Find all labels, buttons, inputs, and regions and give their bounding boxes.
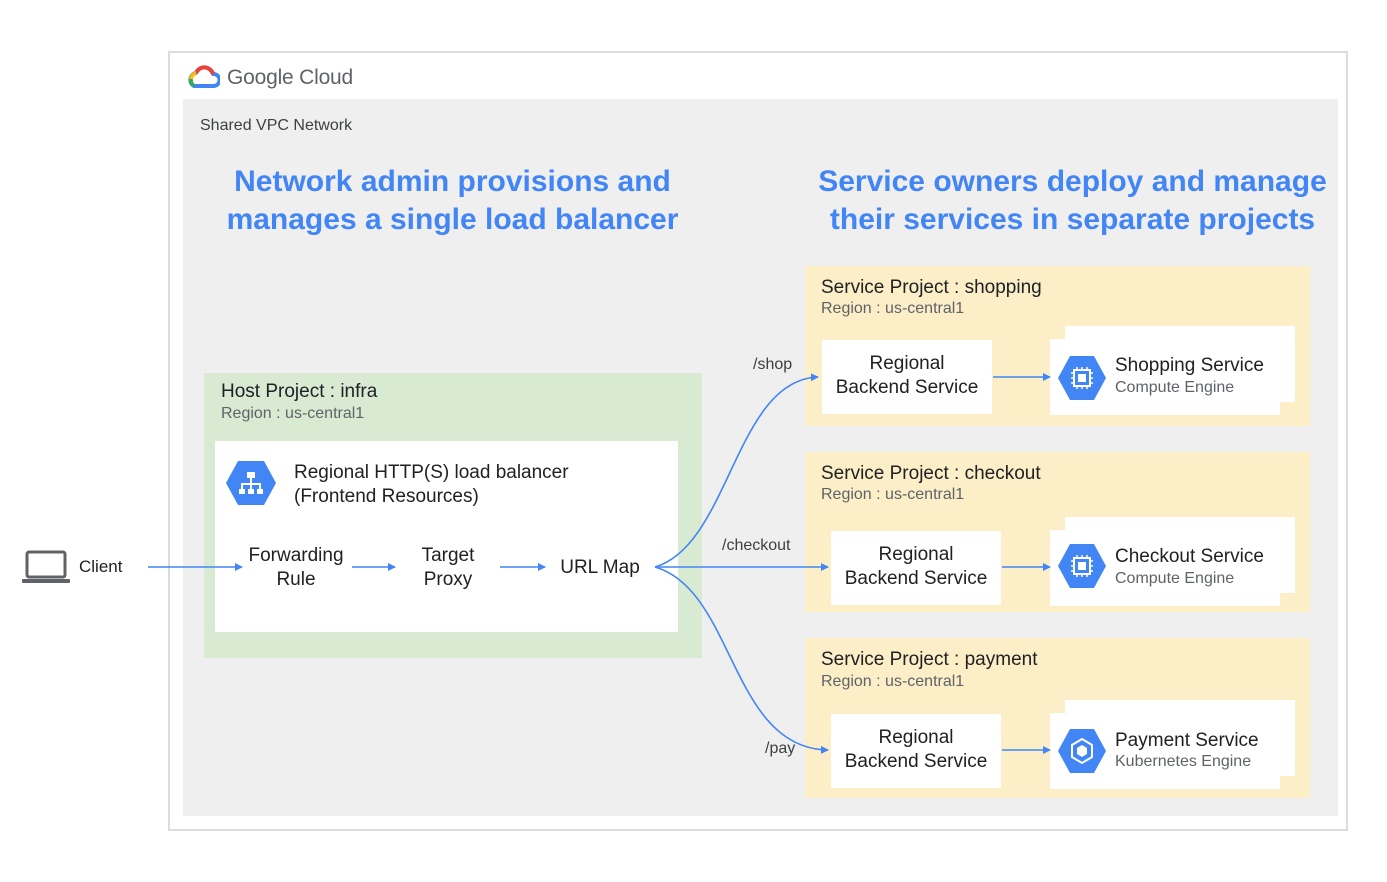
load-balancer-label-line2: (Frontend Resources) <box>294 486 479 507</box>
service-owners-heading-line1: Service owners deploy and manage <box>818 165 1327 198</box>
compute-engine-icon <box>1058 356 1106 400</box>
shopping-service-name: Shopping Service <box>1115 355 1264 376</box>
load-balancer-card <box>215 441 678 632</box>
host-project-region: Region : us-central1 <box>221 405 365 422</box>
service-project-shopping-region: Region : us-central1 <box>821 300 965 317</box>
google-cloud-wordmark: Google Cloud <box>227 66 354 89</box>
arrow-urlmap-to-shopping <box>654 373 819 568</box>
shared-vpc-label: Shared VPC Network <box>200 117 353 134</box>
service-project-payment-title: Service Project : payment <box>821 649 1038 670</box>
service-owners-heading-line2: their services in separate projects <box>829 203 1316 236</box>
shopping-service-platform: Compute Engine <box>1115 379 1235 396</box>
payment-service-name: Payment Service <box>1115 730 1259 751</box>
route-label-shop: /shop <box>753 356 793 373</box>
load-balancer-label: Regional HTTP(S) load balancer (Frontend… <box>294 461 569 509</box>
backend-line2: Backend Service <box>844 568 988 589</box>
service-project-payment-region: Region : us-central1 <box>821 673 965 690</box>
google-cloud-logo-icon <box>188 65 220 88</box>
regional-backend-service-checkout: Regional Backend Service <box>831 531 1001 605</box>
service-project-checkout-region: Region : us-central1 <box>821 486 965 503</box>
payment-service-platform: Kubernetes Engine <box>1115 753 1252 770</box>
service-project-checkout-title: Service Project : checkout <box>821 463 1041 484</box>
load-balancer-label-line1: Regional HTTP(S) load balancer <box>294 462 569 483</box>
backend-line1: Regional <box>878 727 954 748</box>
kubernetes-engine-icon <box>1058 729 1106 773</box>
backend-line1: Regional <box>878 544 954 565</box>
target-proxy-line2: Proxy <box>423 569 473 590</box>
route-label-checkout: /checkout <box>722 537 791 554</box>
backend-line1: Regional <box>869 353 945 374</box>
compute-engine-icon <box>1058 544 1106 588</box>
target-proxy-line1: Target <box>421 545 475 566</box>
backend-line2: Backend Service <box>835 377 979 398</box>
forwarding-rule-node: Forwarding Rule <box>236 544 356 592</box>
network-admin-heading: Network admin provisions and manages a s… <box>205 163 700 239</box>
network-admin-heading-line2: manages a single load balancer <box>226 203 679 236</box>
forwarding-rule-line1: Forwarding <box>248 545 344 566</box>
service-owners-heading: Service owners deploy and manage their s… <box>800 163 1345 239</box>
regional-backend-service-payment: Regional Backend Service <box>831 714 1001 788</box>
url-map-node: URL Map <box>560 557 640 578</box>
laptop-icon <box>22 550 70 583</box>
target-proxy-node: Target Proxy <box>398 544 498 592</box>
checkout-service-platform: Compute Engine <box>1115 570 1235 587</box>
service-project-shopping-title: Service Project : shopping <box>821 277 1042 298</box>
load-balancer-icon <box>226 461 276 505</box>
forwarding-rule-line2: Rule <box>276 569 316 590</box>
checkout-service-name: Checkout Service <box>1115 546 1264 567</box>
host-project-title: Host Project : infra <box>221 381 378 402</box>
client-label: Client <box>79 557 123 576</box>
regional-backend-service-shopping: Regional Backend Service <box>822 340 992 414</box>
arrow-urlmap-to-payment <box>654 566 829 754</box>
backend-line2: Backend Service <box>844 751 988 772</box>
network-admin-heading-line1: Network admin provisions and <box>234 165 671 198</box>
route-label-pay: /pay <box>765 740 796 757</box>
